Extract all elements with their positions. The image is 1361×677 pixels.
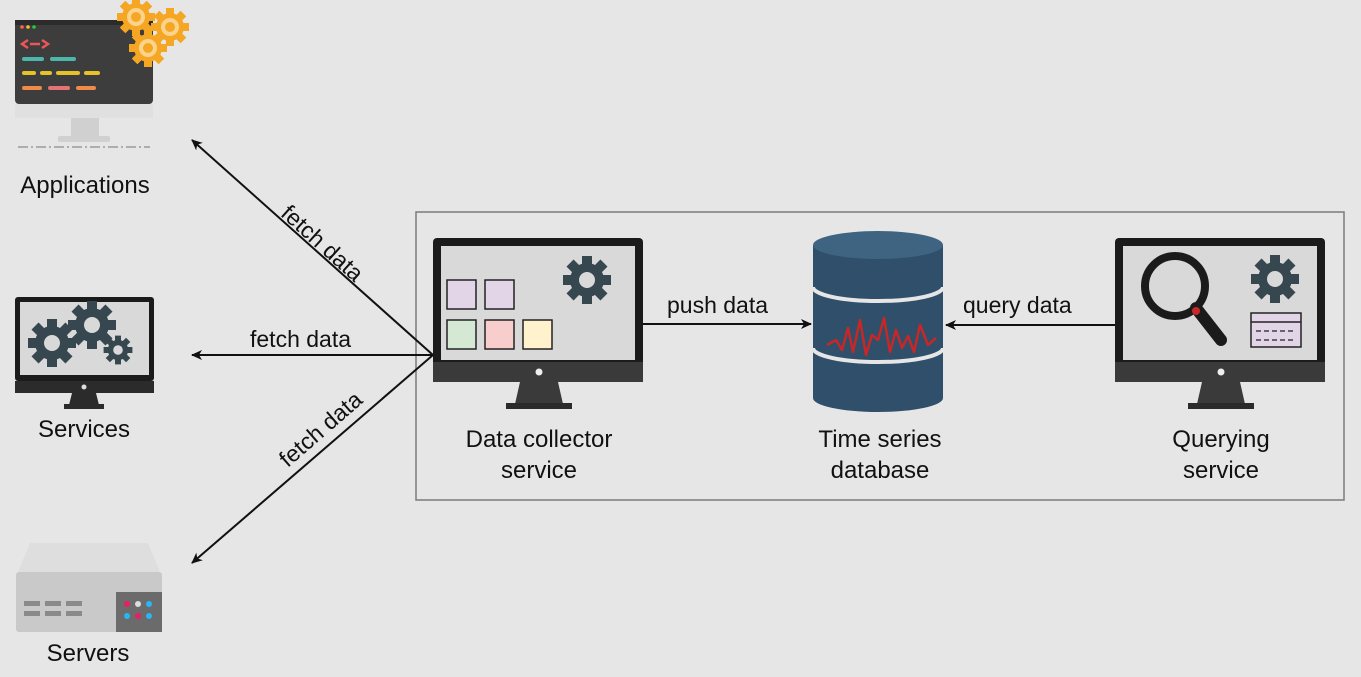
querying-service-label: Querying service bbox=[1101, 424, 1341, 486]
services-label: Services bbox=[37, 416, 131, 443]
querying-service-label-line2: service bbox=[1182, 457, 1260, 484]
querying-monitor-icon bbox=[1115, 238, 1325, 409]
applications-label: Applications bbox=[20, 172, 150, 199]
query-data-edge-label: query data bbox=[963, 292, 1072, 318]
time-series-database-icon bbox=[811, 231, 945, 412]
fetch-servers-arrow bbox=[191, 354, 434, 564]
servers-icon bbox=[16, 543, 162, 632]
fetch-applications-arrow bbox=[191, 139, 434, 356]
data-collector-monitor-icon bbox=[433, 238, 643, 409]
services-monitor-icon bbox=[15, 297, 154, 409]
data-collector-label: Data collector service bbox=[419, 424, 659, 486]
time-series-database-label-line1: Time series bbox=[818, 426, 942, 453]
fetch-services-edge-label: fetch data bbox=[250, 326, 352, 352]
querying-service-label-line1: Querying bbox=[1172, 426, 1270, 453]
time-series-database-label: Time series database bbox=[760, 424, 1000, 486]
time-series-database-label-line2: database bbox=[830, 457, 930, 484]
data-collector-label-line2: service bbox=[500, 457, 578, 484]
push-data-edge-label: push data bbox=[667, 292, 769, 318]
applications-icon bbox=[15, 0, 189, 148]
servers-label: Servers bbox=[46, 640, 130, 667]
data-collector-label-line1: Data collector bbox=[465, 426, 613, 453]
